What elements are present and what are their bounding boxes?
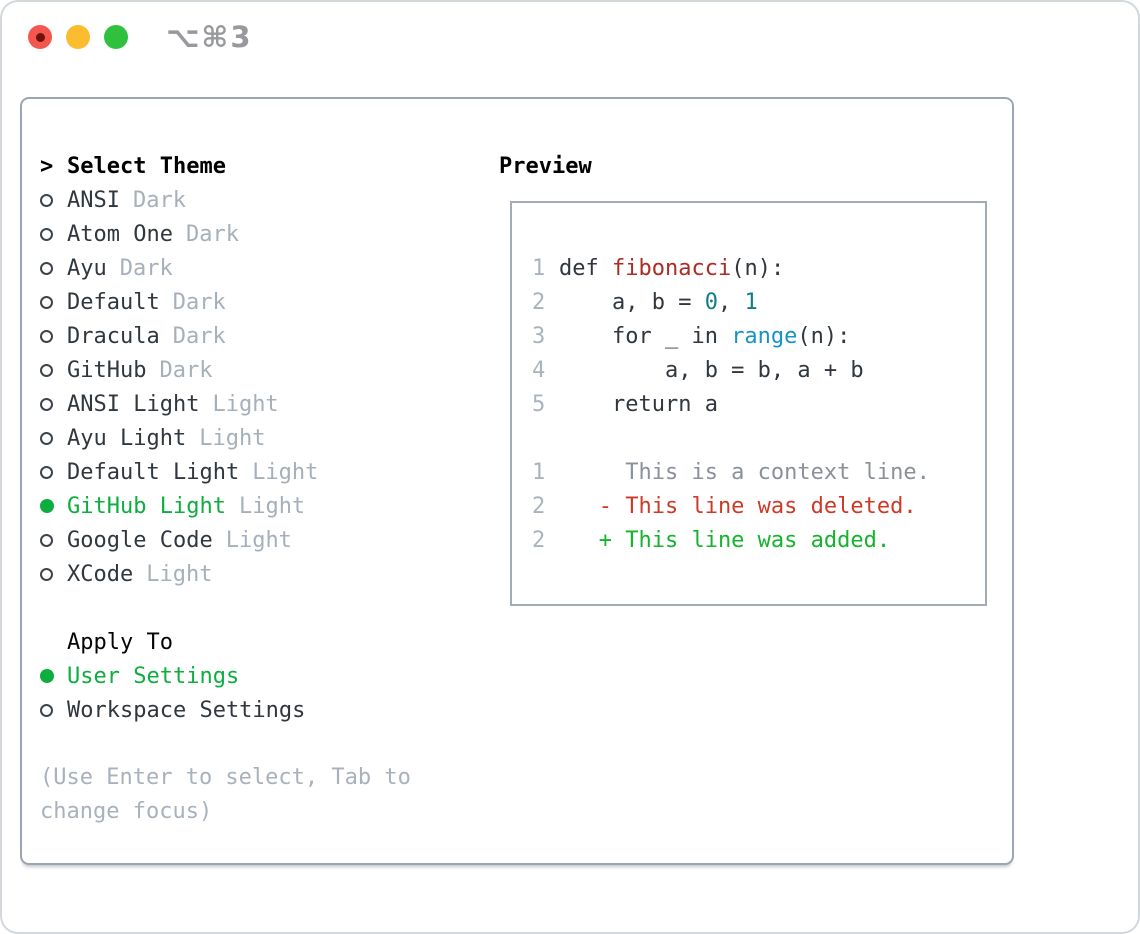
line-number: 2 — [532, 289, 546, 315]
line-number: 2 — [532, 493, 546, 519]
apply-to-header: Apply To — [40, 625, 499, 659]
theme-option-atom-one[interactable]: Atom One Dark — [40, 217, 499, 251]
radio-selected-icon — [40, 499, 67, 513]
theme-variant-tag: Light — [146, 561, 213, 587]
theme-variant-tag: Light — [238, 493, 306, 519]
radio-unselected-icon — [40, 431, 67, 445]
theme-option-ansi[interactable]: ANSI Dark — [40, 183, 499, 217]
theme-variant-tag: Light — [212, 391, 279, 417]
theme-option-github-light[interactable]: GitHub Light Light — [40, 489, 499, 523]
theme-option-default-light[interactable]: Default Light Light — [40, 455, 499, 489]
theme-variant-tag: Dark — [172, 289, 226, 315]
line-number: 4 — [532, 357, 546, 383]
blank-line — [532, 421, 985, 455]
select-theme-header: > Select Theme — [40, 149, 499, 183]
radio-unselected-icon — [40, 329, 67, 343]
function-token: fibonacci — [611, 255, 732, 281]
select-theme-title: Select Theme — [67, 153, 226, 179]
preview-title: Preview — [499, 153, 592, 179]
radio-unselected-icon — [40, 193, 67, 207]
diff-added-line: 2 + This line was added. — [532, 527, 891, 553]
theme-option-dracula[interactable]: Dracula Dark — [40, 319, 499, 353]
line-number: 1 — [532, 459, 546, 485]
window-shortcut-label: ⌥⌘3 — [166, 20, 253, 54]
theme-variant-tag: Light — [199, 425, 266, 451]
theme-variant-tag: Dark — [185, 221, 239, 247]
radio-unselected-icon — [40, 465, 67, 479]
theme-option-ansi-light[interactable]: ANSI Light Light — [40, 387, 499, 421]
code-line: 5 return a — [532, 391, 718, 417]
line-number: 5 — [532, 391, 546, 417]
radio-unselected-icon — [40, 363, 67, 377]
line-number: 1 — [532, 255, 546, 281]
close-dot-icon — [35, 32, 45, 42]
theme-option-xcode[interactable]: XCode Light — [40, 557, 499, 591]
radio-unselected-icon — [40, 703, 67, 717]
minimize-button[interactable] — [66, 25, 90, 49]
apply-option-user-settings[interactable]: User Settings — [40, 659, 499, 693]
theme-option-default[interactable]: Default Dark — [40, 285, 499, 319]
radio-unselected-icon — [40, 567, 67, 581]
radio-unselected-icon — [40, 261, 67, 275]
theme-list-column: > Select Theme ANSI Dark Atom One Dark A… — [40, 149, 499, 863]
preview-header: Preview — [499, 149, 1012, 183]
line-number: 3 — [532, 323, 546, 349]
theme-option-ayu[interactable]: Ayu Dark — [40, 251, 499, 285]
diff-context-line: 1 This is a context line. — [532, 459, 930, 485]
section-gap — [40, 591, 499, 625]
apply-to-title: Apply To — [67, 629, 173, 655]
theme-option-google-code[interactable]: Google Code Light — [40, 523, 499, 557]
theme-variant-tag: Dark — [119, 255, 173, 281]
radio-unselected-icon — [40, 533, 67, 547]
builtin-token: range — [731, 323, 798, 349]
apply-option-workspace-settings[interactable]: Workspace Settings — [40, 693, 499, 727]
line-number: 2 — [532, 527, 546, 553]
theme-option-github[interactable]: GitHub Dark — [40, 353, 499, 387]
diff-deleted-line: 2 - This line was deleted. — [532, 493, 917, 519]
radio-unselected-icon — [40, 397, 67, 411]
theme-picker-panel: > Select Theme ANSI Dark Atom One Dark A… — [20, 97, 1014, 865]
theme-variant-tag: Light — [252, 459, 319, 485]
radio-unselected-icon — [40, 227, 67, 241]
code-line: 2 a, b = 0, 1 — [532, 289, 758, 315]
theme-variant-tag: Dark — [172, 323, 226, 349]
theme-variant-tag: Dark — [132, 187, 186, 213]
radio-selected-icon — [40, 669, 67, 683]
close-button[interactable] — [28, 25, 52, 49]
theme-variant-tag: Dark — [159, 357, 213, 383]
theme-option-ayu-light[interactable]: Ayu Light Light — [40, 421, 499, 455]
number-token: 0 — [704, 289, 718, 315]
keyboard-hint-text: (Use Enter to select, Tab to change focu… — [40, 765, 411, 824]
theme-variant-tag: Light — [225, 527, 292, 553]
code-line: 3 for _ in range(n): — [532, 323, 851, 349]
radio-unselected-icon — [40, 295, 67, 309]
maximize-button[interactable] — [104, 25, 128, 49]
prompt-caret-icon: > — [40, 153, 54, 179]
number-token: 1 — [744, 289, 758, 315]
code-line: 4 a, b = b, a + b — [532, 357, 864, 383]
